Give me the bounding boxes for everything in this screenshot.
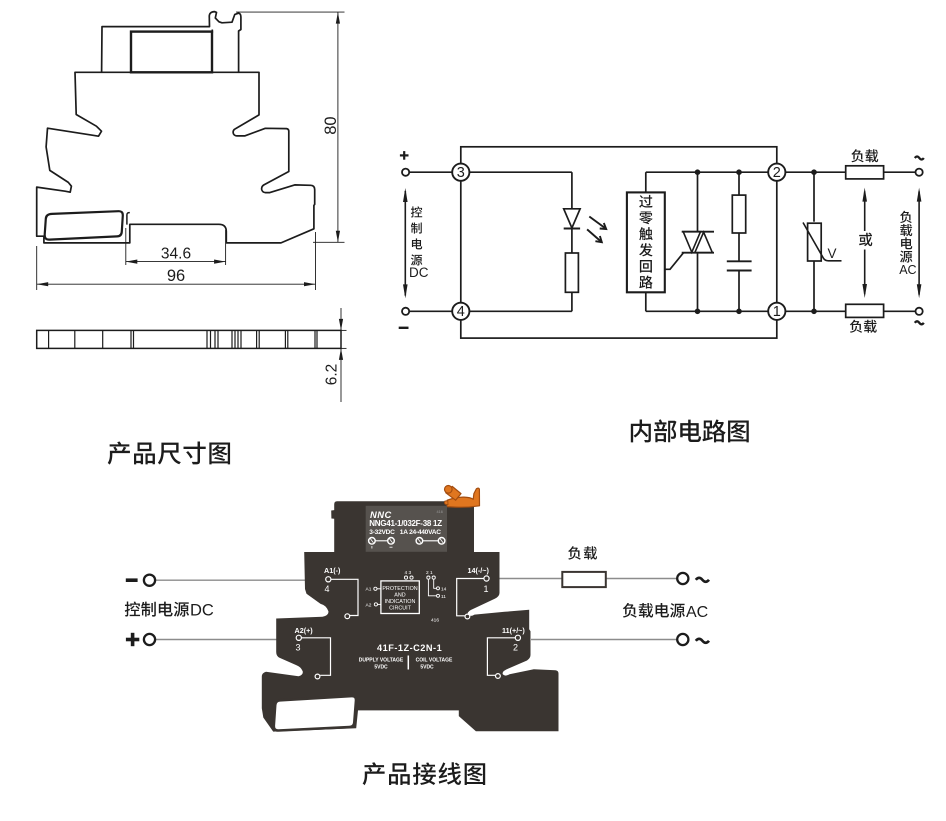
svg-text:PROTECTION: PROTECTION [382,586,417,592]
svg-text:41F-1Z-C2N-1: 41F-1Z-C2N-1 [377,643,442,653]
svg-text:2: 2 [513,643,518,653]
svg-text:A1(-): A1(-) [324,566,341,575]
svg-text:3: 3 [457,165,465,181]
svg-text:NNG41-1/032F-38 1Z: NNG41-1/032F-38 1Z [369,519,442,528]
svg-text:AND: AND [394,593,405,599]
svg-text:CIRCUIT: CIRCUIT [389,606,412,612]
svg-text:DC: DC [409,265,429,280]
svg-text:4 3: 4 3 [405,570,412,576]
svg-text:A2(+): A2(+) [295,626,314,635]
svg-text:416: 416 [431,618,439,624]
svg-text:2: 2 [773,165,781,181]
svg-text:5VDC: 5VDC [374,664,388,670]
svg-text:14(-/~): 14(-/~) [468,566,490,575]
svg-text:NNC: NNC [370,509,392,520]
svg-text:4: 4 [457,304,465,320]
svg-text:96: 96 [167,267,185,285]
svg-text:4: 4 [325,584,330,594]
svg-text:11(+/~): 11(+/~) [502,626,525,635]
svg-text:AC: AC [686,604,708,621]
svg-text:11: 11 [441,594,446,600]
svg-text:INDICATION: INDICATION [385,599,416,605]
svg-text:80: 80 [322,116,340,134]
svg-text:V: V [828,246,837,261]
svg-text:DC: DC [190,602,214,620]
svg-text:416: 416 [437,510,443,514]
svg-text:A2: A2 [366,602,372,608]
svg-text:34.6: 34.6 [161,245,191,262]
svg-text:DUPPLY VOLTAGE: DUPPLY VOLTAGE [359,657,404,663]
svg-text:A1: A1 [366,587,372,593]
svg-text:1: 1 [484,584,489,594]
svg-text:3-32VDC: 3-32VDC [369,529,395,536]
svg-text:3: 3 [296,643,301,653]
svg-text:COIL VOLTAGE: COIL VOLTAGE [416,657,453,663]
svg-text:14: 14 [441,586,447,592]
svg-text:6.2: 6.2 [324,364,341,386]
svg-text:1: 1 [773,304,781,320]
svg-text:2 1: 2 1 [426,570,433,576]
svg-text:AC: AC [899,263,916,277]
svg-text:5VDC: 5VDC [420,664,434,670]
svg-text:1A 24-440VAC: 1A 24-440VAC [400,529,441,536]
